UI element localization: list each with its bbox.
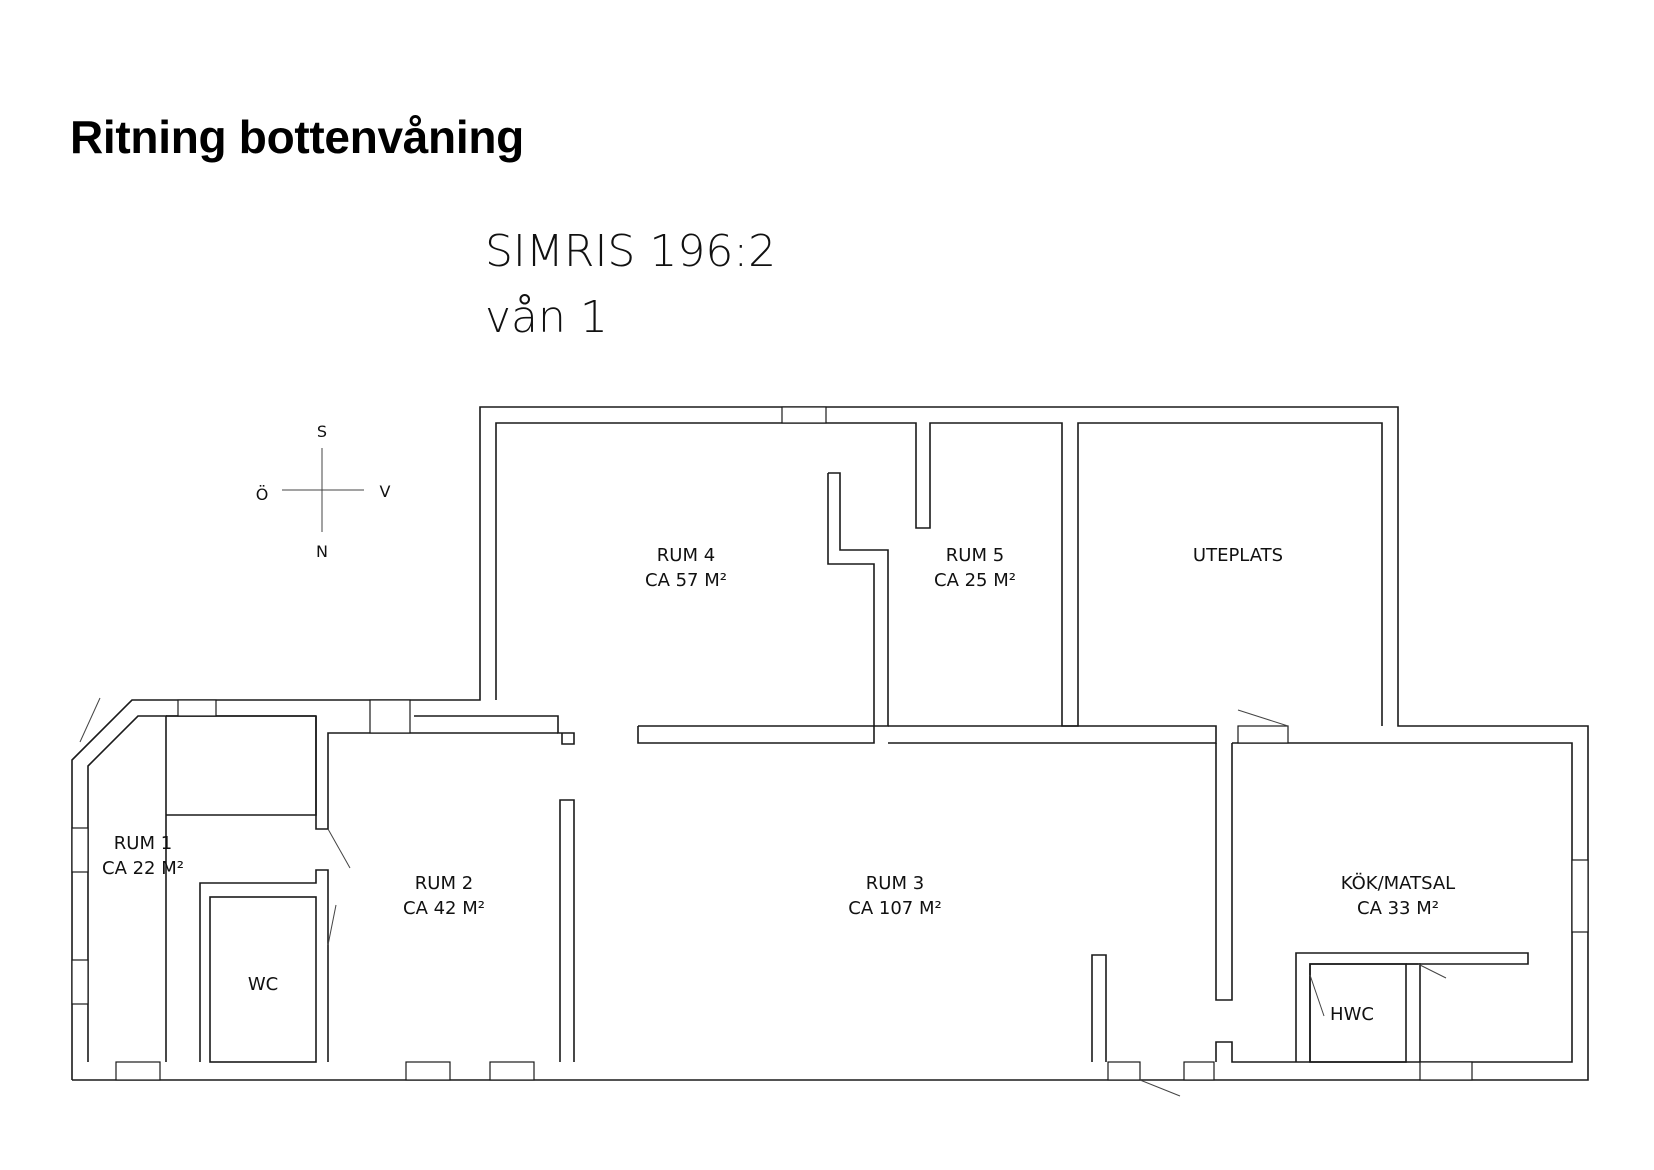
rum3-stub: [1091, 954, 1107, 1062]
rum5-area: CA 25 M²: [934, 570, 1016, 591]
compass-east: Ö: [256, 485, 269, 504]
rum3-right-wall: [1215, 743, 1233, 1001]
wc-walls: [199, 869, 329, 1062]
window: [1419, 1061, 1473, 1081]
corridor-wall: [414, 715, 575, 745]
kok-top: [1215, 742, 1573, 1063]
compass-south: S: [317, 422, 327, 441]
window: [489, 1061, 535, 1081]
door-swing-hwc: [1309, 974, 1325, 1017]
rum1-name: RUM 1: [114, 833, 172, 854]
door-swing-corner: [79, 697, 101, 743]
door-swing-uteplats: [1237, 709, 1289, 727]
rum3-top-right: [888, 725, 1217, 744]
rum1-area: CA 22 M²: [102, 858, 184, 879]
wc-inner: [209, 896, 317, 1063]
middle-walls: [559, 472, 1573, 1063]
hwc-right: [1406, 963, 1421, 1062]
compass-north: N: [316, 542, 328, 561]
door-swing-entry: [1139, 1079, 1181, 1097]
kok-name: KÖK/MATSAL: [1341, 872, 1455, 894]
door-swing-kok: [1417, 963, 1447, 979]
rum4-name: RUM 4: [657, 545, 715, 566]
hwc-name: HWC: [1330, 1004, 1374, 1025]
wc-name: WC: [248, 974, 278, 995]
rum1-walls: [166, 715, 558, 1063]
rum2-name: RUM 2: [415, 873, 473, 894]
window: [1571, 859, 1589, 933]
plan-title: SIMRIS 196:2: [485, 226, 777, 277]
window: [781, 406, 827, 424]
rum4-area: CA 57 M²: [645, 570, 727, 591]
rum5-name: RUM 5: [946, 545, 1004, 566]
window: [177, 699, 217, 717]
window: [405, 1061, 451, 1081]
rum3-area: CA 107 M²: [848, 898, 941, 919]
compass-west: V: [380, 482, 391, 501]
closet: [166, 715, 317, 816]
inner-wall-left: [87, 715, 167, 1062]
page-title: Ritning bottenvåning: [70, 111, 524, 163]
window: [71, 959, 89, 1005]
room-labels: RUM 1 CA 22 M² WC RUM 2 CA 42 M² RUM 3 C…: [102, 545, 1455, 1025]
window: [71, 827, 89, 873]
rum3-name: RUM 3: [866, 873, 924, 894]
uteplats-name: UTEPLATS: [1193, 545, 1283, 566]
rum4-divider: [827, 472, 889, 727]
rum3-top-wall: [637, 725, 875, 744]
kok-walls: [1295, 952, 1529, 1063]
door-swing-1: [327, 828, 351, 869]
outer-wall-upper: [71, 406, 1589, 1081]
kok-area: CA 33 M²: [1357, 898, 1439, 919]
rum1-rum2-wall: [315, 716, 558, 830]
floor-label: vån 1: [485, 292, 608, 343]
windows: [71, 406, 1589, 1097]
window: [1183, 1061, 1215, 1081]
hwc-inner: [1309, 963, 1407, 1063]
rum2-right-wall: [559, 799, 575, 1062]
compass: S Ö V N: [256, 422, 391, 561]
window: [1237, 725, 1289, 744]
window: [1107, 1061, 1141, 1081]
window: [369, 699, 411, 734]
window: [115, 1061, 161, 1081]
rum2-area: CA 42 M²: [403, 898, 485, 919]
door-swing-2: [327, 904, 337, 946]
top-inner: [495, 422, 1383, 727]
